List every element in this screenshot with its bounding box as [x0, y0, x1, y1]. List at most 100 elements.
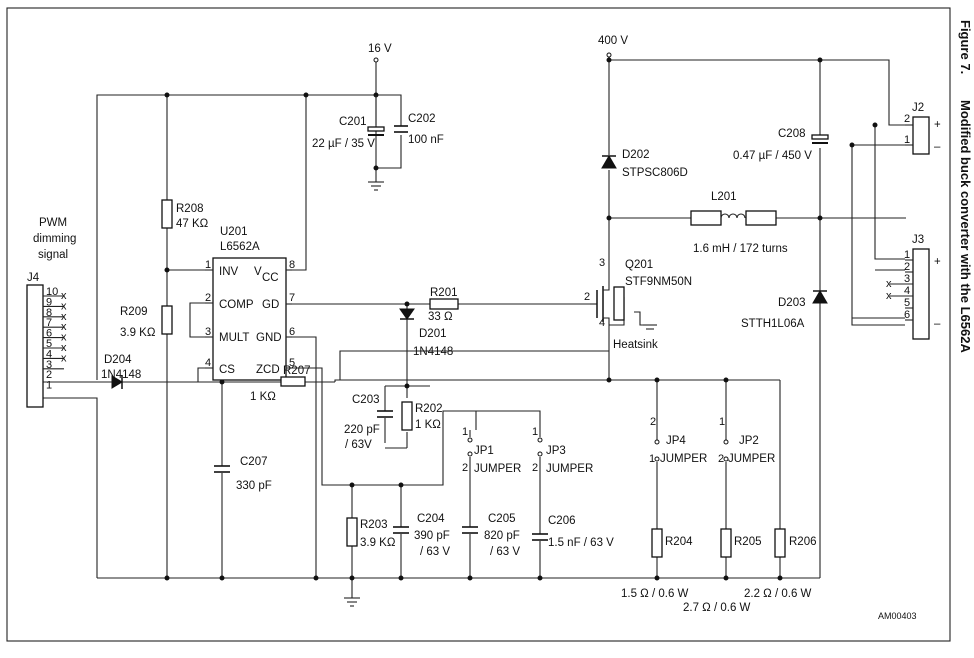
jp1-pin1: 1: [462, 426, 468, 438]
j4-title-line3: signal: [38, 249, 68, 261]
jp2-value: JUMPER: [728, 453, 775, 465]
pin-number-8: 8: [289, 259, 295, 271]
c204-ref: C204: [417, 513, 445, 525]
j3-pin-label: 4: [904, 285, 910, 297]
j2-minus: –: [934, 141, 941, 153]
r201-value: 33 Ω: [428, 311, 453, 323]
jp3-value: JUMPER: [546, 463, 593, 475]
j2-name: J2: [912, 102, 924, 114]
pin-number-3: 3: [205, 326, 211, 338]
j4-pin-label: 7: [46, 317, 52, 329]
pin-number-6: 6: [289, 326, 295, 338]
u201-ref: U201: [220, 226, 248, 238]
r202-value: 1 KΩ: [415, 419, 441, 431]
j3-nc-mark: x: [886, 278, 892, 290]
resistor-r205: R205 2.7 Ω / 0.6 W: [683, 528, 762, 614]
supply-400v: 400 V: [598, 35, 628, 58]
r206-ref: R206: [789, 536, 817, 548]
capacitor-c204: C204 390 pF / 63 V: [393, 513, 450, 558]
r209-ref: R209: [120, 306, 148, 318]
j4-pin-label: 6: [46, 328, 52, 340]
jp3-pin2: 2: [532, 462, 538, 474]
d203-ref: D203: [778, 297, 806, 309]
connector-j2: J2 2 1 + –: [904, 102, 941, 155]
c203-value-line1: 220 pF: [344, 424, 380, 436]
l201-value: 1.6 mH / 172 turns: [693, 243, 788, 255]
q201-pin3: 3: [599, 257, 605, 269]
caption-figure-number: Figure 7.: [958, 20, 973, 74]
r205-value: 2.7 Ω / 0.6 W: [683, 602, 751, 614]
pin-vcc-sub-label: CC: [262, 272, 279, 284]
j4-nc-mark: x: [61, 311, 67, 323]
pin-vcc-label: V: [254, 266, 262, 278]
q201-pin2: 2: [584, 291, 590, 303]
j2-pin2: 2: [904, 113, 910, 125]
q201-heatsink: Heatsink: [613, 339, 658, 351]
j4-nc-mark: x: [61, 290, 67, 302]
capacitor-c203: C203 220 pF / 63V: [344, 394, 393, 451]
figure-border: [6, 7, 951, 642]
u201-part: L6562A: [220, 241, 260, 253]
j3-pin-label: 1: [904, 249, 910, 261]
pin-number-7: 7: [289, 292, 295, 304]
j4-pin-label: 3: [46, 359, 52, 371]
resistor-r204: R204 1.5 Ω / 0.6 W: [621, 528, 693, 600]
j3-pin-label: 5: [904, 297, 910, 309]
diode-d204: D204 1N4148: [101, 354, 141, 389]
diode-d201: D201 1N4148: [399, 308, 453, 358]
capacitor-c206: C206 1.5 nF / 63 V: [532, 515, 614, 549]
pin-gnd-label: GND: [256, 332, 282, 344]
jp4-ref: JP4: [666, 435, 686, 447]
resistor-r203: R203 3.9 KΩ: [346, 517, 396, 549]
diode-d203: D203 STTH1L06A: [741, 290, 828, 330]
jp2-ref: JP2: [739, 435, 759, 447]
capacitor-c205: C205 820 pF / 63 V: [462, 513, 520, 558]
r204-ref: R204: [665, 536, 693, 548]
r207-ref: R207: [283, 365, 311, 377]
c202-ref: C202: [408, 113, 436, 125]
jp1-value: JUMPER: [474, 463, 521, 475]
d202-value: STPSC806D: [622, 167, 688, 179]
j4-nc-mark: x: [61, 300, 67, 312]
jumper-jp1: 1 2 JP1 JUMPER: [462, 426, 521, 485]
supply-400v-label: 400 V: [598, 35, 628, 47]
figure-caption: Figure 7. Modified buck converter with t…: [958, 20, 973, 353]
jp1-ref: JP1: [474, 445, 494, 457]
j4-title-line2: dimming: [33, 233, 76, 245]
r202-ref: R202: [415, 403, 443, 415]
jp3-pin1: 1: [532, 426, 538, 438]
d201-value: 1N4148: [413, 346, 453, 358]
resistor-r201: R201 33 Ω: [428, 287, 459, 323]
pin-number-2: 2: [205, 292, 211, 304]
j3-plus: +: [934, 256, 941, 268]
ground-symbol-16v: [368, 181, 384, 191]
j3-nc-mark: x: [886, 290, 892, 302]
r207-value: 1 KΩ: [250, 391, 276, 403]
j4-title-line1: PWM: [39, 217, 67, 229]
c206-value: 1.5 nF / 63 V: [548, 537, 614, 549]
pin-number-5: 5: [289, 357, 295, 369]
jp4-value: JUMPER: [660, 453, 707, 465]
pin-inv-label: INV: [219, 266, 239, 278]
j4-pin-label: 10: [46, 286, 58, 298]
c205-ref: C205: [488, 513, 516, 525]
j4-nc-mark: x: [61, 332, 67, 344]
ic-u201: U201 L6562A INV V CC COMP GD MULT GND CS…: [205, 226, 295, 381]
r203-ref: R203: [360, 519, 388, 531]
pin-cs-label: CS: [219, 364, 235, 376]
supply-16v-label: 16 V: [368, 43, 392, 55]
pin-number-4: 4: [205, 357, 211, 369]
ground-symbol-main: [344, 597, 360, 607]
j4-nc-mark: x: [61, 342, 67, 354]
c204-value-line1: 390 pF: [414, 530, 450, 542]
resistor-r207: R207 1 KΩ: [250, 365, 311, 403]
c203-ref: C203: [352, 394, 380, 406]
pin-mult-label: MULT: [219, 332, 249, 344]
c204-value-line2: / 63 V: [420, 546, 450, 558]
c202-value: 100 nF: [408, 134, 444, 146]
supply-16v: 16 V: [368, 43, 392, 63]
